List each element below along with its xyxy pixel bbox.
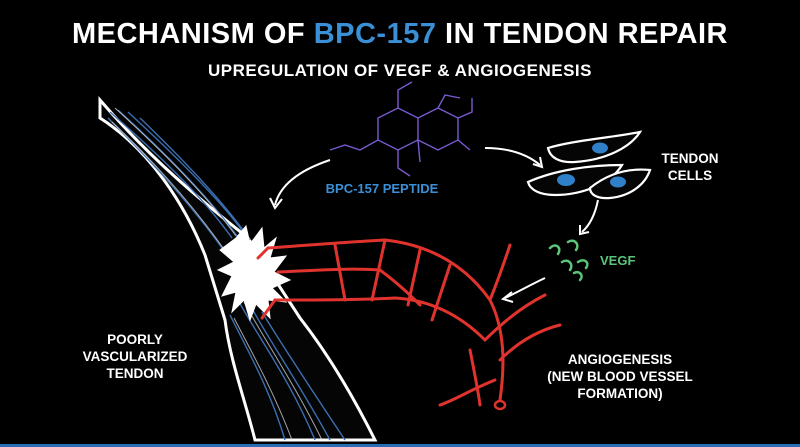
- tendon-label-line-3: TENDON: [106, 366, 164, 381]
- tendon-tear: [216, 224, 292, 322]
- blood-vessel-network: [256, 238, 562, 411]
- page-subtitle: UPREGULATION OF VEGF & ANGIOGENESIS: [208, 61, 592, 80]
- peptide-molecule: [329, 81, 473, 177]
- angiogenesis-label-line-1: ANGIOGENESIS: [567, 352, 673, 367]
- title-suffix: IN TENDON REPAIR: [436, 18, 729, 50]
- angiogenesis-label-line-2: (NEW BLOOD VESSEL: [547, 369, 693, 384]
- flow-arrows: [269, 147, 599, 303]
- arrow-cells-to-vegf: [581, 199, 599, 233]
- vegf-label: VEGF: [600, 253, 636, 268]
- tendon-cells-label: TENDON CELLS: [660, 150, 720, 184]
- angiogenesis-label: ANGIOGENESIS (NEW BLOOD VESSEL FORMATION…: [540, 351, 700, 402]
- tendon-cells-label-line-1: TENDON: [661, 151, 719, 166]
- arrow-peptide-to-cells: [484, 147, 541, 166]
- peptide-label: BPC-157 PEPTIDE: [325, 181, 439, 196]
- arrow-vegf-to-vessels: [504, 277, 546, 299]
- tendon-label-line-1: POORLY: [107, 332, 163, 347]
- tendon-cells: [526, 130, 652, 200]
- title-prefix: MECHANISM OF: [71, 18, 314, 50]
- tendon-label-line-2: VASCULARIZED: [82, 349, 188, 364]
- vegf-particles: [548, 239, 589, 282]
- arrow-peptide-to-tendon: [274, 159, 331, 206]
- page-title: MECHANISM OF BPC-157 IN TENDON REPAIR: [0, 18, 800, 51]
- tendon-cells-label-line-2: CELLS: [667, 168, 713, 183]
- tendon-label: POORLY VASCULARIZED TENDON: [70, 331, 200, 382]
- angiogenesis-label-line-3: FORMATION): [577, 386, 663, 401]
- tendon-illustration: [98, 95, 378, 442]
- bottom-divider: [0, 444, 800, 447]
- tendon-fibers: [107, 109, 346, 441]
- title-highlight: BPC-157: [313, 18, 437, 50]
